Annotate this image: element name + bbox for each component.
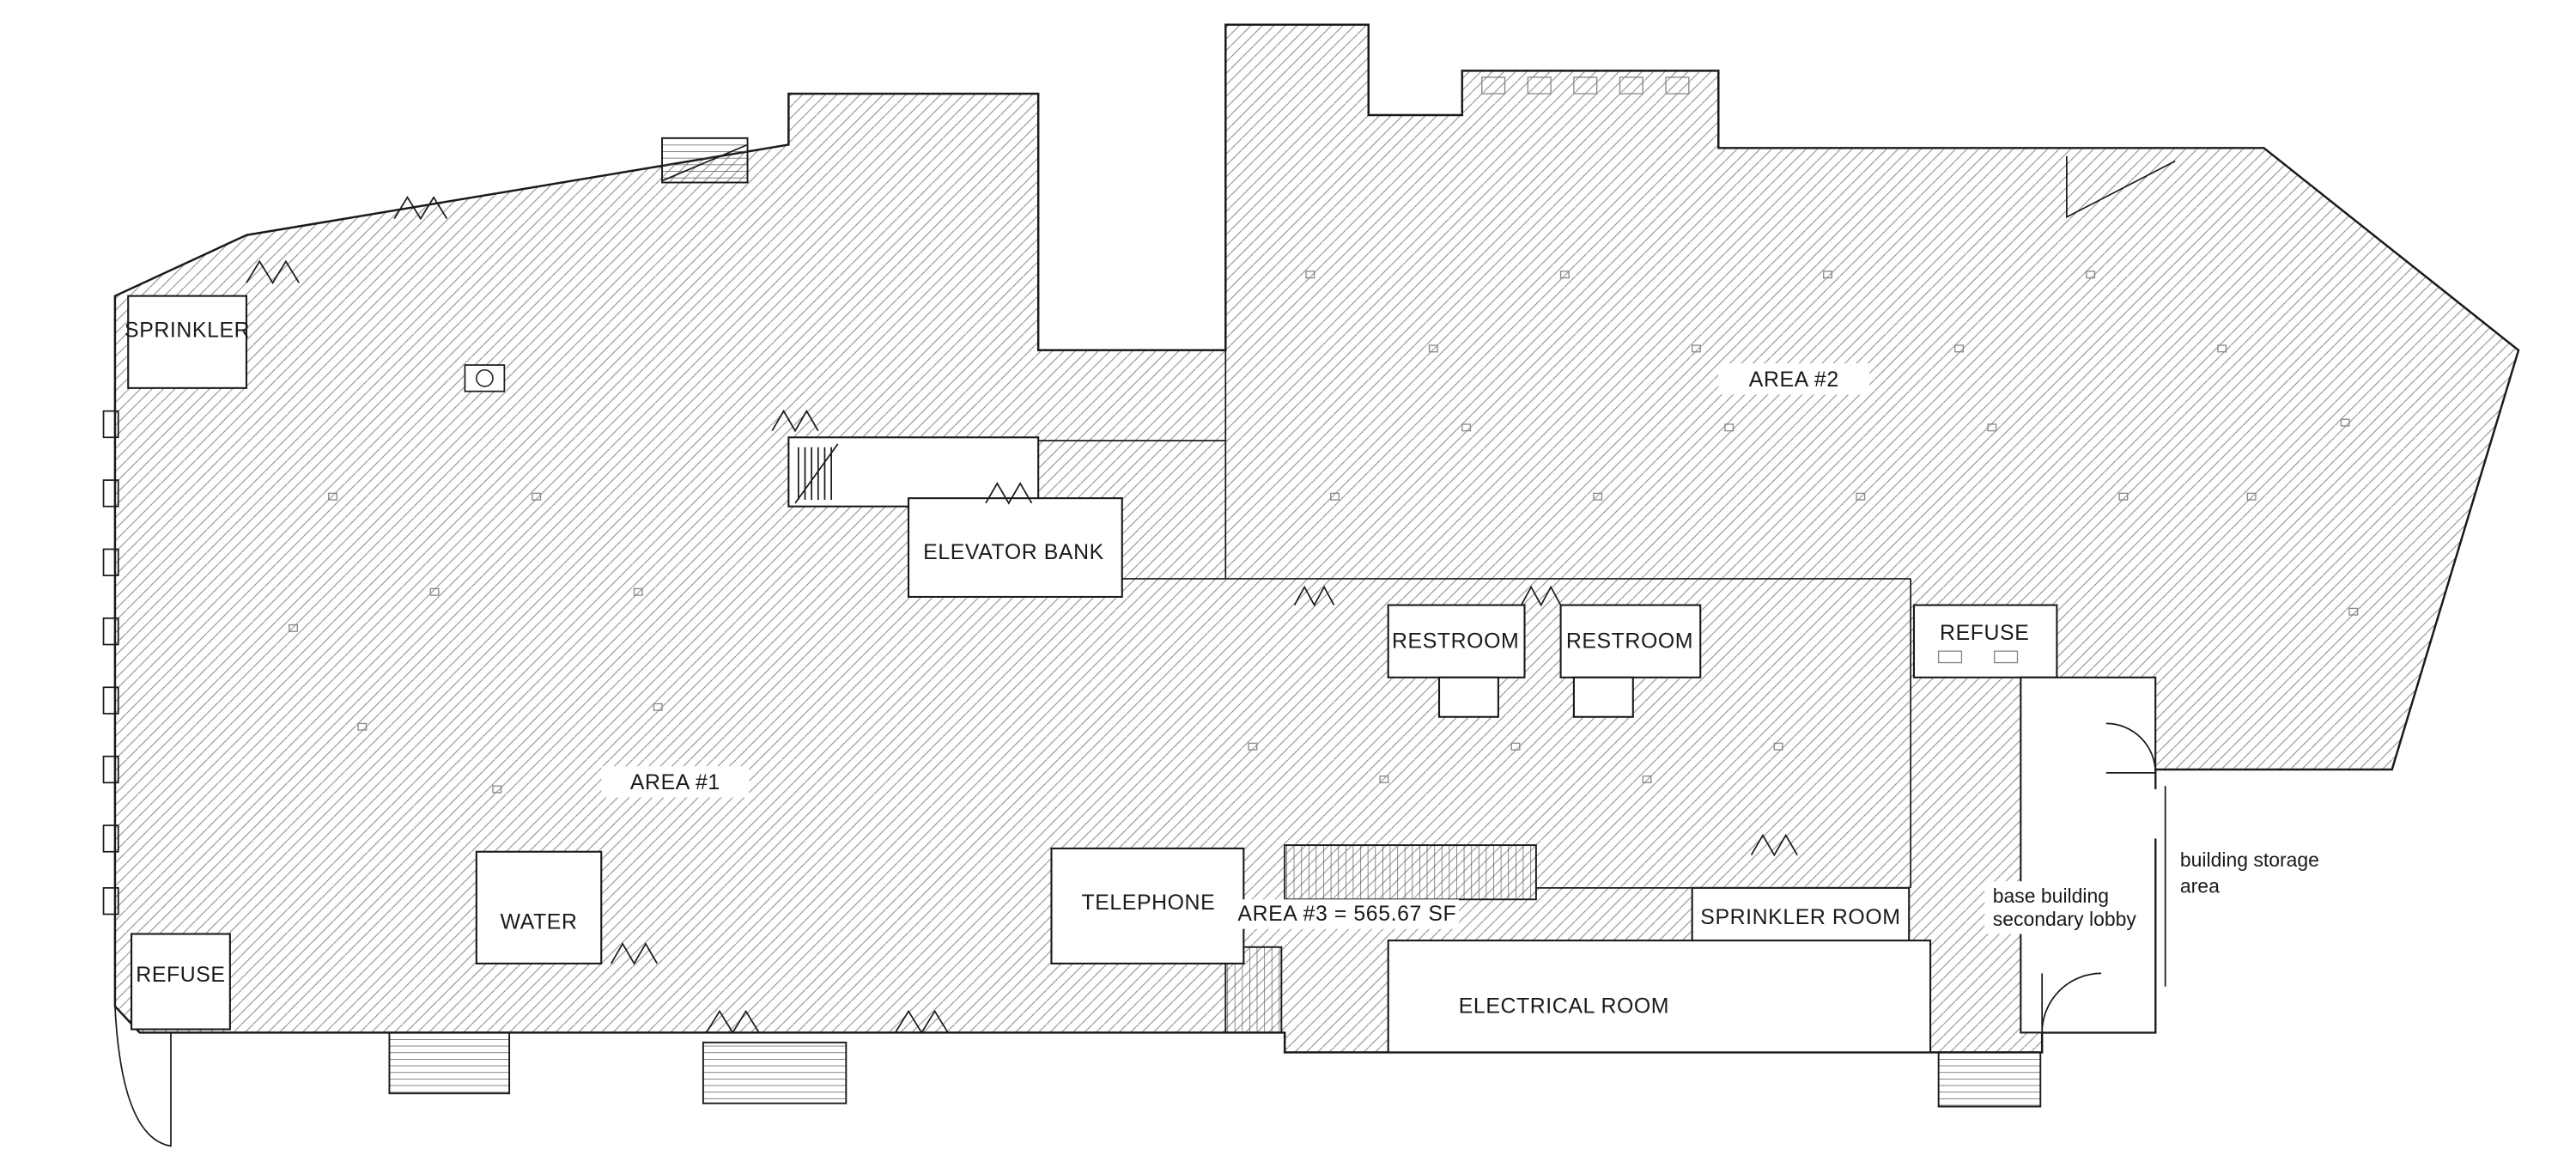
left-wall-window-ticks — [102, 410, 119, 915]
annotation-base-building-lobby-line2: secondary lobby — [1993, 908, 2137, 930]
area3-stair-strip — [1284, 844, 1537, 901]
column-grid-marks — [289, 271, 2359, 794]
room-electrical-room — [1387, 940, 1932, 1054]
room-refuse-east — [1912, 604, 2058, 678]
room-elevator-bank — [907, 497, 1123, 599]
annotation-base-building-lobby-line1: base building — [1993, 885, 2109, 907]
lobby-door-swings — [2041, 722, 2157, 1033]
area-label-area3: AREA #3 = 565.67 SF — [1237, 902, 1456, 926]
area-label-area2: AREA #2 — [1749, 368, 1839, 392]
room-water — [475, 850, 603, 964]
room-sprinkler-room — [1691, 886, 1911, 946]
room-label-electrical-room: ELECTRICAL ROOM — [1459, 994, 1669, 1018]
stair-arrow — [661, 143, 748, 182]
room-telephone — [1050, 847, 1245, 964]
stair-block — [702, 1041, 848, 1104]
room-label-elevator-bank: ELEVATOR BANK — [923, 540, 1104, 564]
room-restroom-west — [1387, 604, 1526, 678]
label-halo-area2 — [1718, 363, 1870, 395]
room-sprinkler-top-left — [127, 295, 248, 389]
corridor-strip — [787, 436, 1040, 508]
area-label-area1: AREA #1 — [630, 770, 720, 794]
room-label-telephone: TELEPHONE — [1081, 891, 1215, 915]
stair-block — [388, 1031, 511, 1095]
refuse-east-fixture — [1937, 650, 1963, 664]
refuse-east-fixture — [1994, 650, 2019, 664]
room-refuse-west — [131, 933, 231, 1031]
room-secondary-lobby — [2020, 676, 2157, 1034]
label-halo-area3 — [1235, 899, 1459, 929]
restroom-vestibule — [1437, 676, 1499, 718]
room-label-refuse-east: REFUSE — [1940, 621, 2029, 645]
louver-lines — [794, 443, 839, 504]
room-label-refuse-west: REFUSE — [136, 963, 225, 987]
restroom-vestibule — [1572, 676, 1634, 718]
interior-partition-walls — [1038, 155, 2176, 987]
top-band-mullion-marks — [1481, 76, 1690, 94]
room-label-sprinkler-room: SPRINKLER ROOM — [1700, 905, 1900, 929]
stair-block — [1937, 1051, 2042, 1108]
room-label-water: WATER — [501, 910, 578, 934]
room-restroom-east — [1559, 604, 1702, 678]
annotation-building-storage-line1: building storage — [2180, 849, 2319, 871]
column-detail — [464, 364, 506, 392]
room-label-restroom-west: RESTROOM — [1392, 629, 1519, 653]
label-halo-lobby-note — [1984, 881, 2153, 934]
bottom-left-rounded-corner — [114, 1006, 172, 1147]
label-halo-area1 — [601, 766, 750, 798]
room-label-sprinkler-top-left: SPRINKLER — [125, 318, 250, 342]
lobby-door-gap — [2150, 788, 2160, 839]
room-label-restroom-east: RESTROOM — [1566, 629, 1693, 653]
annotation-building-storage-line2: area — [2180, 875, 2220, 897]
door-break-symbols — [246, 196, 1798, 1034]
